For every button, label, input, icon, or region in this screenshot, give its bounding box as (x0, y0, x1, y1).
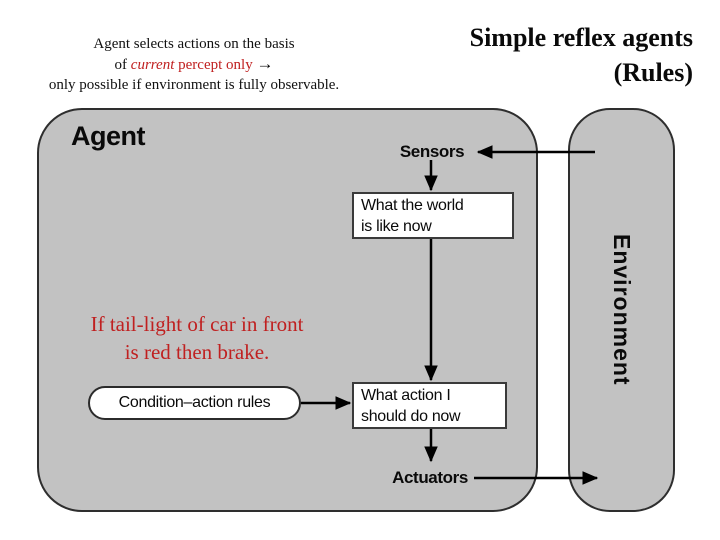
world-state-line-2: is like now (361, 218, 432, 235)
intro-line-2-current: current (130, 57, 175, 73)
page-title-line-1: Simple reflex agents (469, 23, 693, 52)
world-state-line-1: What the world (361, 197, 464, 214)
intro-line-1: Agent selects actions on the basis (93, 36, 295, 52)
rule-example-text: If tail-light of car in front is red the… (47, 310, 347, 366)
page-title-line-2: (Rules) (613, 58, 693, 87)
world-state-box: What the world is like now (352, 192, 514, 239)
intro-line-2-rest: percept only (174, 57, 257, 73)
agent-container (37, 108, 538, 512)
rule-example-line-1: If tail-light of car in front (90, 312, 304, 336)
agent-label: Agent (71, 121, 146, 151)
page-title: Simple reflex agents (Rules) (293, 20, 693, 90)
intro-text: Agent selects actions on the basis of cu… (8, 34, 380, 95)
action-state-box: What action I should do now (352, 382, 507, 429)
action-state-line-2: should do now (361, 408, 461, 425)
condition-action-rules-label: Condition–action rules (118, 394, 271, 411)
condition-action-rules-oval: Condition–action rules (88, 386, 301, 420)
intro-line-3: only possible if environment is fully ob… (48, 77, 340, 93)
rule-example-line-2: is red then brake. (124, 340, 270, 364)
sensors-label: Sensors (399, 142, 465, 161)
right-arrow-glyph: → (256, 54, 274, 73)
environment-container (568, 108, 675, 512)
intro-line-2-prefix: of (114, 57, 131, 73)
environment-label: Environment (609, 234, 635, 386)
actuators-label: Actuators (392, 468, 468, 487)
action-state-line-1: What action I (361, 387, 451, 404)
intro-line-2: of current percept only → (8, 54, 380, 75)
